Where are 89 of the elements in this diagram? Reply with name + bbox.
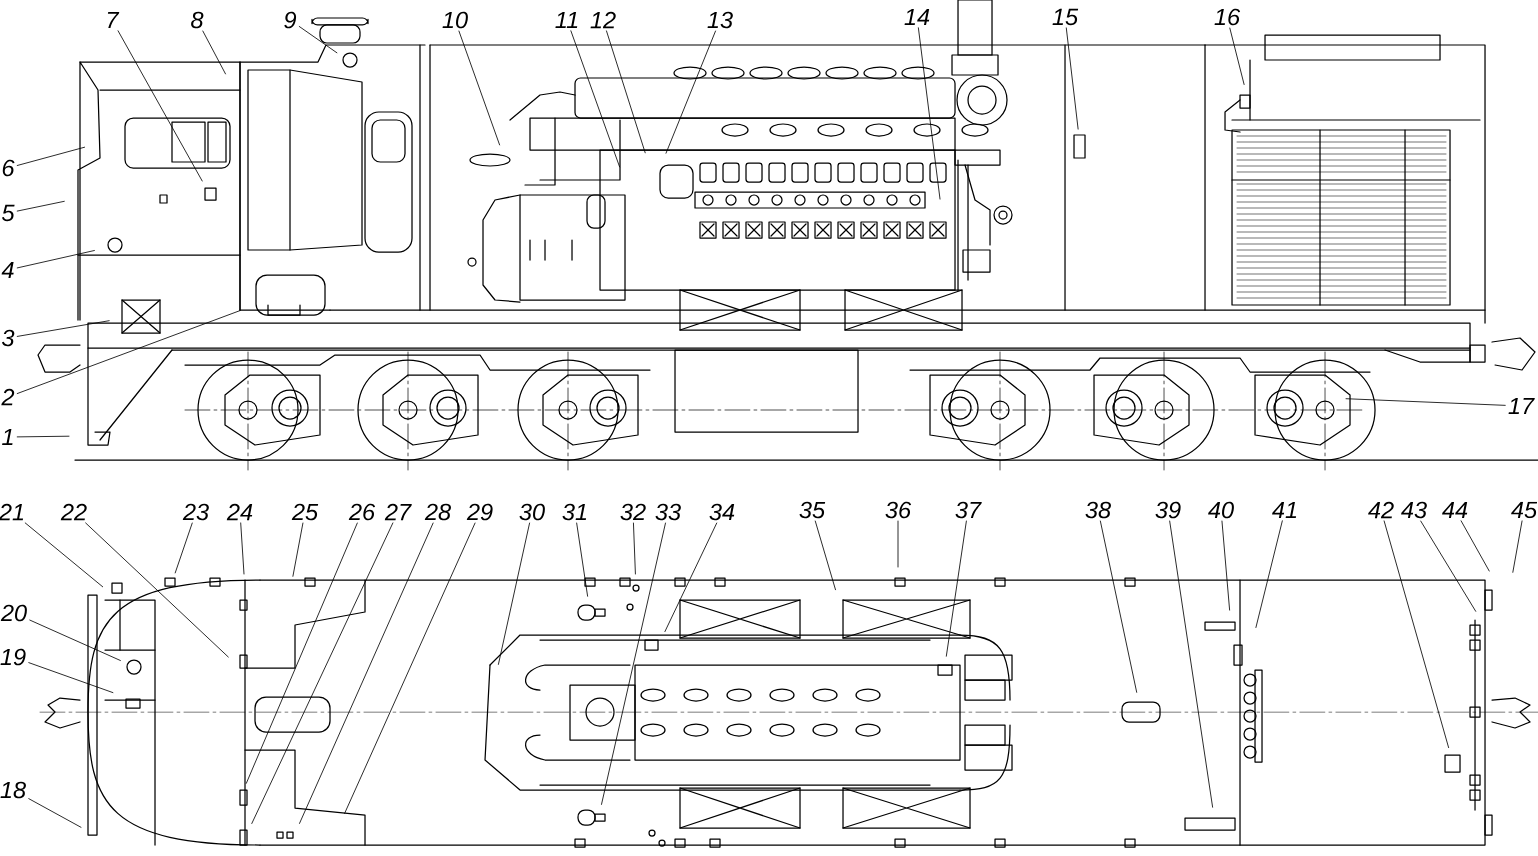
- leader-line: [1169, 520, 1214, 808]
- leader-line: [917, 27, 941, 200]
- callout-number: 8: [188, 9, 206, 31]
- callout-number: 22: [58, 501, 90, 523]
- leader-line: [1512, 520, 1523, 573]
- leader-line: [16, 320, 110, 337]
- callout-number: 9: [281, 9, 299, 31]
- callout-number: 45: [1508, 499, 1538, 521]
- leader-line: [251, 522, 394, 824]
- callout-number: 5: [0, 202, 17, 224]
- callout-number: 26: [346, 501, 378, 523]
- leader-line: [299, 522, 434, 824]
- callout-number: 19: [0, 646, 29, 668]
- leader-line: [664, 522, 718, 633]
- callout-number: 37: [952, 499, 984, 521]
- callout-number: 43: [1398, 499, 1430, 521]
- leader-line: [117, 30, 203, 182]
- callout-number: 27: [382, 501, 414, 523]
- leader-line: [814, 520, 836, 591]
- callout-number: 29: [464, 501, 496, 523]
- leader-line: [601, 522, 666, 805]
- leader-line: [633, 522, 636, 575]
- leader-line: [202, 30, 226, 75]
- callout-number: 39: [1152, 499, 1184, 521]
- callout-number: 3: [0, 327, 17, 349]
- leader-line: [498, 522, 530, 665]
- callout-number: 30: [516, 501, 548, 523]
- leader-line: [298, 26, 338, 54]
- callout-number: 42: [1365, 499, 1397, 521]
- callout-number: 4: [0, 259, 17, 281]
- callout-number: 1: [0, 426, 17, 448]
- leader-line: [174, 522, 193, 574]
- leader-line: [1221, 520, 1231, 611]
- callout-number: 40: [1205, 499, 1237, 521]
- leader-line: [665, 30, 716, 154]
- callout-number: 12: [587, 9, 619, 31]
- leader-line: [1383, 520, 1450, 749]
- callout-number: 15: [1049, 6, 1081, 28]
- callout-number: 10: [439, 9, 471, 31]
- leader-line: [1345, 398, 1506, 406]
- callout-number: 2: [0, 386, 17, 408]
- callout-number: 18: [0, 779, 29, 801]
- callout-number: 6: [0, 157, 17, 179]
- leader-line: [28, 662, 114, 694]
- leader-line: [24, 522, 104, 588]
- callout-number: 44: [1439, 499, 1471, 521]
- leader-line: [576, 522, 589, 597]
- leader-line: [16, 435, 70, 438]
- callout-number: 16: [1211, 6, 1243, 28]
- callout-number: 14: [901, 6, 933, 28]
- leader-line: [16, 200, 65, 212]
- callout-number: 32: [617, 501, 649, 523]
- leader-line: [897, 520, 899, 568]
- leader-line: [344, 522, 476, 814]
- callout-number: 20: [0, 602, 30, 624]
- leader-line: [16, 310, 241, 394]
- callout-number: 38: [1082, 499, 1114, 521]
- leader-line: [1255, 520, 1283, 628]
- leader-line: [1065, 27, 1079, 130]
- callout-number: 24: [224, 501, 256, 523]
- leader-line: [16, 146, 85, 166]
- leader-line: [245, 522, 358, 784]
- leader-line: [240, 522, 245, 575]
- callout-number: 41: [1269, 499, 1301, 521]
- callout-number: 33: [652, 501, 684, 523]
- leader-line: [1420, 520, 1477, 612]
- leader-line: [570, 30, 621, 168]
- callout-number: 7: [103, 9, 121, 31]
- leader-line: [28, 798, 82, 828]
- leader-line: [292, 522, 304, 577]
- callout-number: 35: [796, 499, 828, 521]
- callout-number: 28: [422, 501, 454, 523]
- leader-line: [1099, 520, 1138, 693]
- callout-number: 25: [289, 501, 321, 523]
- callout-number: 34: [706, 501, 738, 523]
- leader-line: [1229, 27, 1245, 85]
- callout-number: 11: [552, 9, 582, 31]
- leader-line: [945, 520, 967, 657]
- leader-line: [85, 522, 229, 658]
- leader-line: [16, 250, 95, 269]
- callout-number: 31: [559, 501, 591, 523]
- leader-line: [606, 30, 646, 154]
- callout-number: 23: [180, 501, 212, 523]
- callout-number: 17: [1505, 395, 1537, 417]
- leader-line: [1460, 520, 1490, 572]
- callout-number: 36: [882, 499, 914, 521]
- callout-number: 13: [704, 9, 736, 31]
- leader-line: [29, 619, 121, 661]
- leader-line: [458, 30, 501, 146]
